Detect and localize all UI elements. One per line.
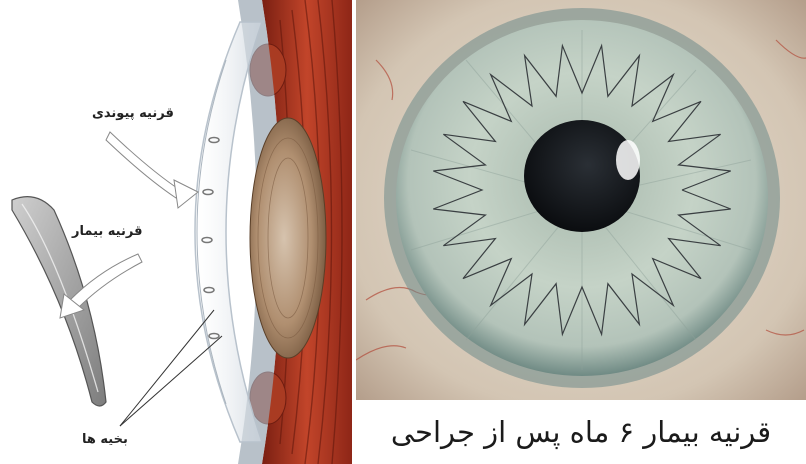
light-reflection <box>616 140 640 180</box>
eye-photo <box>356 0 806 400</box>
donor-cornea-arrow <box>106 132 180 198</box>
lens-shape <box>250 118 326 358</box>
photo-caption: قرنیه بیمار ۶ ماه پس از جراحی <box>356 404 806 460</box>
corneal-transplant-diagram: قرنیه پیوندی قرنیه بیمار بخیه ها <box>0 0 352 464</box>
sutures-label: بخیه ها <box>82 432 128 447</box>
donor-cornea-label: قرنیه پیوندی <box>92 106 174 121</box>
post-surgery-photo-panel: قرنیه بیمار ۶ ماه پس از جراحی <box>356 0 806 464</box>
patient-cornea-label: قرنیه بیمار <box>72 224 142 239</box>
eye-cross-section-illustration <box>0 0 352 464</box>
